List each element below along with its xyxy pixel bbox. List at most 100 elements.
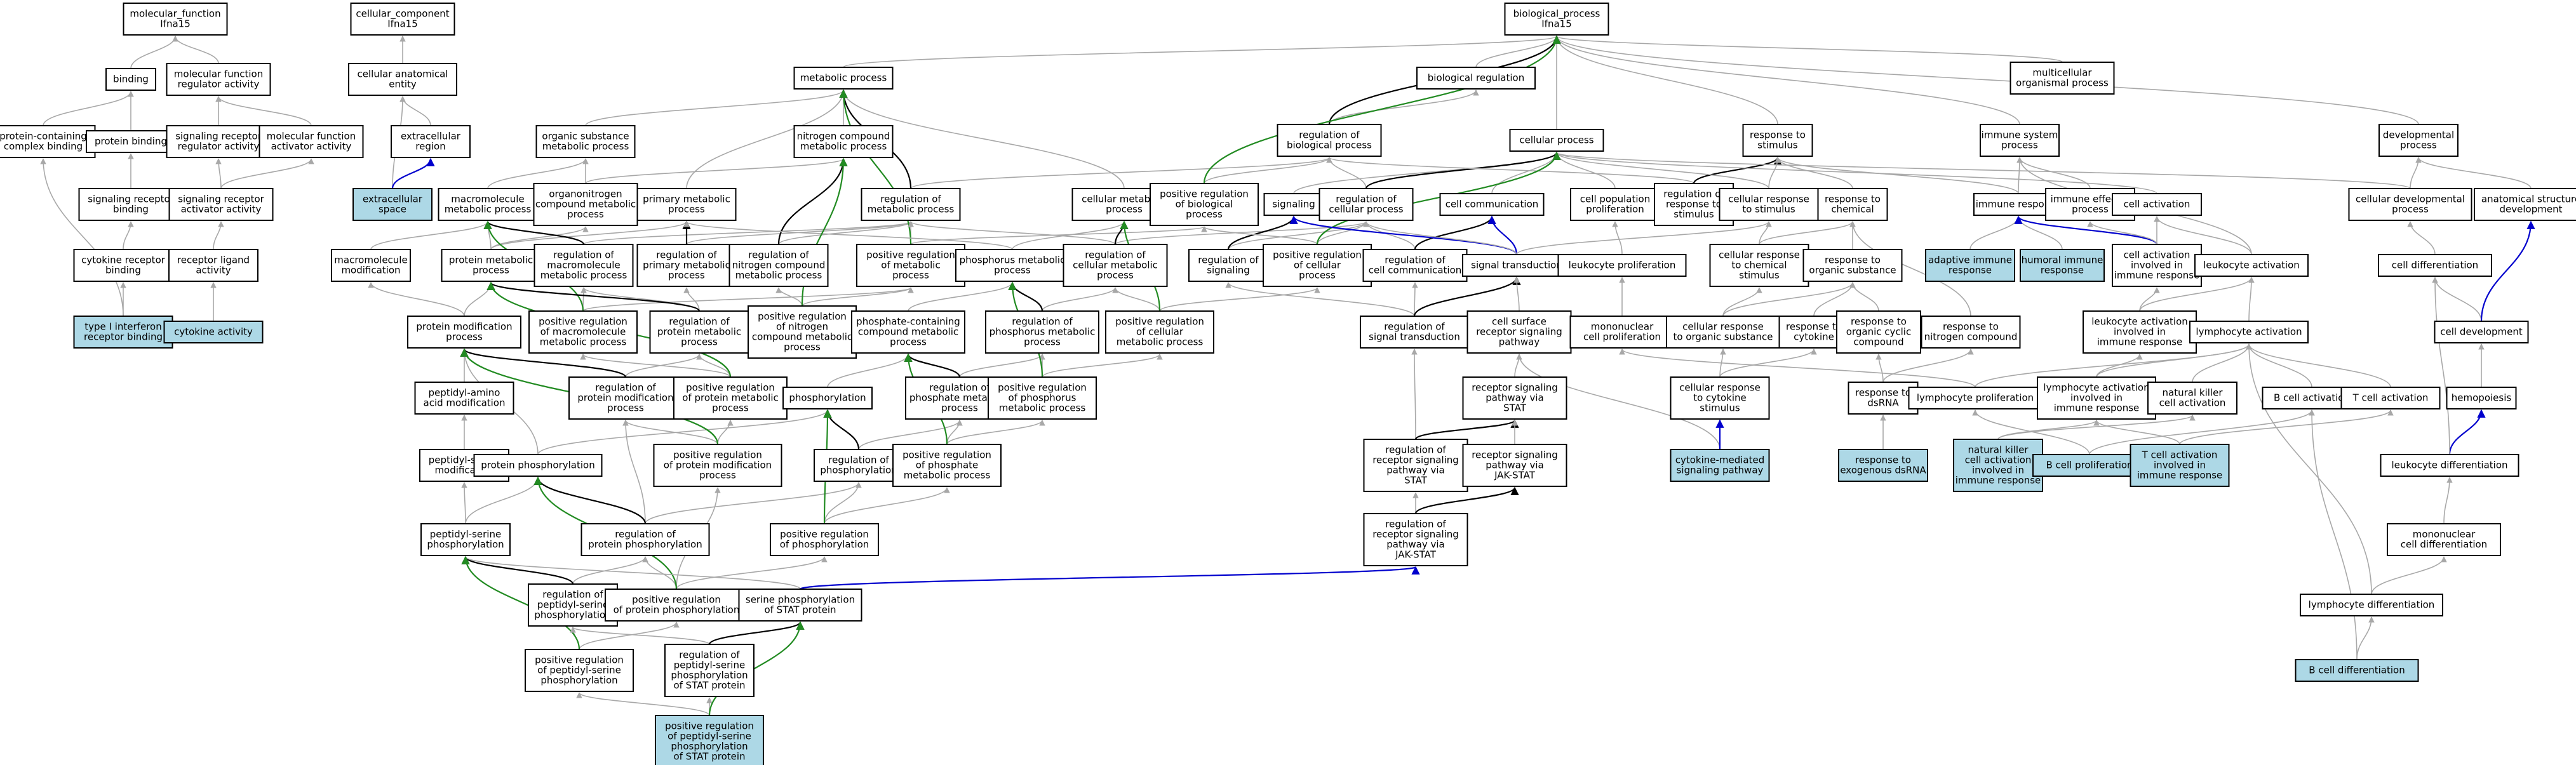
go-term-node[interactable]: cell development <box>2434 321 2529 343</box>
go-term-node[interactable]: cellular process <box>1509 129 1604 152</box>
go-term-node[interactable]: cell communication <box>1439 193 1545 216</box>
go-term-node[interactable]: cytokine activity <box>163 321 264 343</box>
go-term-node[interactable]: T cell activation <box>2340 387 2441 409</box>
go-term-node[interactable]: regulation ofpeptidyl-serinephosphorylat… <box>528 583 618 627</box>
go-term-node[interactable]: lymphocyte differentiation <box>2300 594 2443 616</box>
go-term-node[interactable]: cell differentiation <box>2378 254 2492 277</box>
go-term-node[interactable]: cell activation <box>2112 193 2202 216</box>
go-term-node[interactable]: B cell proliferation <box>2032 454 2147 477</box>
go-term-node[interactable]: metabolic process <box>793 67 894 90</box>
go-term-node[interactable]: B cell differentiation <box>2295 659 2419 682</box>
go-term-node[interactable]: lymphocyte proliferation <box>1908 387 2043 409</box>
go-term-node[interactable]: biological regulation <box>1416 67 1536 90</box>
go-term-node[interactable]: signaling <box>1263 193 1324 216</box>
go-term-node[interactable]: protein phosphorylation <box>473 454 603 477</box>
go-term-node[interactable]: regulation ofpeptidyl-serinephosphorylat… <box>664 644 755 697</box>
go-term-node[interactable]: protein binding <box>86 130 176 153</box>
go-term-node[interactable]: signal transduction <box>1462 254 1571 277</box>
go-term-node[interactable]: leukocyte proliferation <box>1557 254 1687 277</box>
go-term-node[interactable]: leukocyte differentiation <box>2380 454 2519 477</box>
go-term-node[interactable]: leukocyte activation <box>2194 254 2309 277</box>
